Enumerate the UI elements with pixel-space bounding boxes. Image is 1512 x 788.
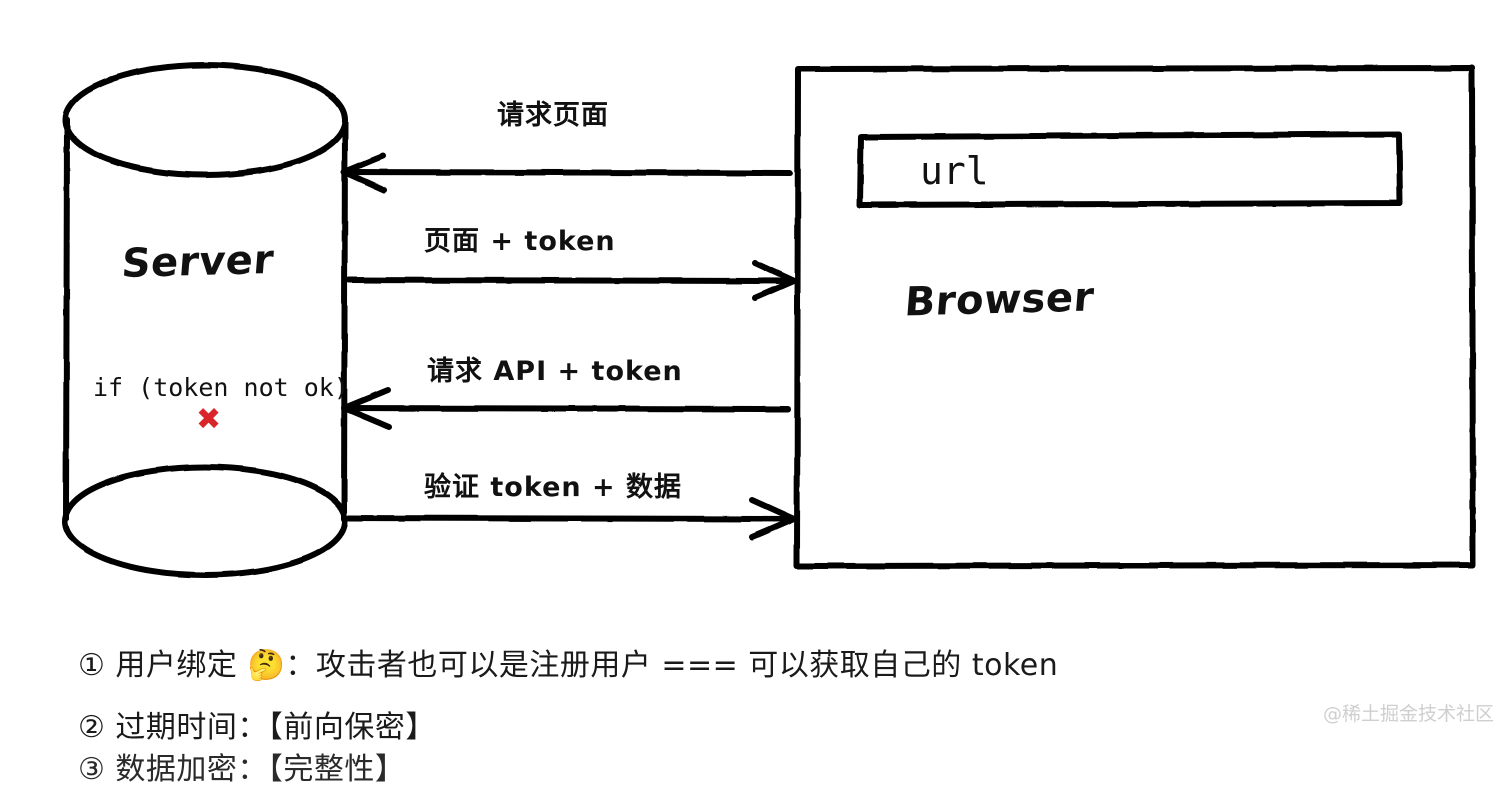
- arrow-label-request-api-plus-token: 请求 API + token: [427, 356, 683, 387]
- note-item-3: ③ 数据加密：【完整性】: [78, 752, 406, 787]
- browser-label: Browser: [902, 274, 1096, 326]
- browser-box-shape: [794, 65, 1476, 569]
- diagram-vectors: [62, 62, 1476, 578]
- url-input-value[interactable]: url: [920, 149, 989, 193]
- arrow-label-verify-token-plus-data: 验证 token + 数据: [424, 472, 683, 503]
- server-condition-text: if (token not ok): [93, 373, 349, 402]
- note-item-1: ① 用户绑定 🤔：攻击者也可以是注册用户 === 可以获取自己的 token: [78, 648, 1059, 683]
- arrow-request-page: [341, 153, 793, 193]
- server-label: Server: [120, 237, 276, 287]
- watermark: @稀土掘金技术社区: [1322, 703, 1494, 725]
- arrow-label-page-plus-token: 页面 + token: [424, 226, 616, 257]
- arrow-label-request-page: 请求页面: [497, 100, 609, 131]
- arrow-verify-token-plus-data: [346, 497, 797, 540]
- note-item-2: ② 过期时间：【前向保密】: [78, 710, 436, 745]
- failure-cross-icon: ✖: [196, 402, 222, 437]
- arrow-request-api-plus-token: [341, 387, 791, 430]
- server-cylinder-shape: [62, 62, 348, 578]
- arrow-page-plus-token: [346, 260, 797, 301]
- diagram-canvas: Server if (token not ok) ✖ Browser url 请…: [62, 62, 1494, 787]
- url-input-box-shape: [857, 131, 1403, 208]
